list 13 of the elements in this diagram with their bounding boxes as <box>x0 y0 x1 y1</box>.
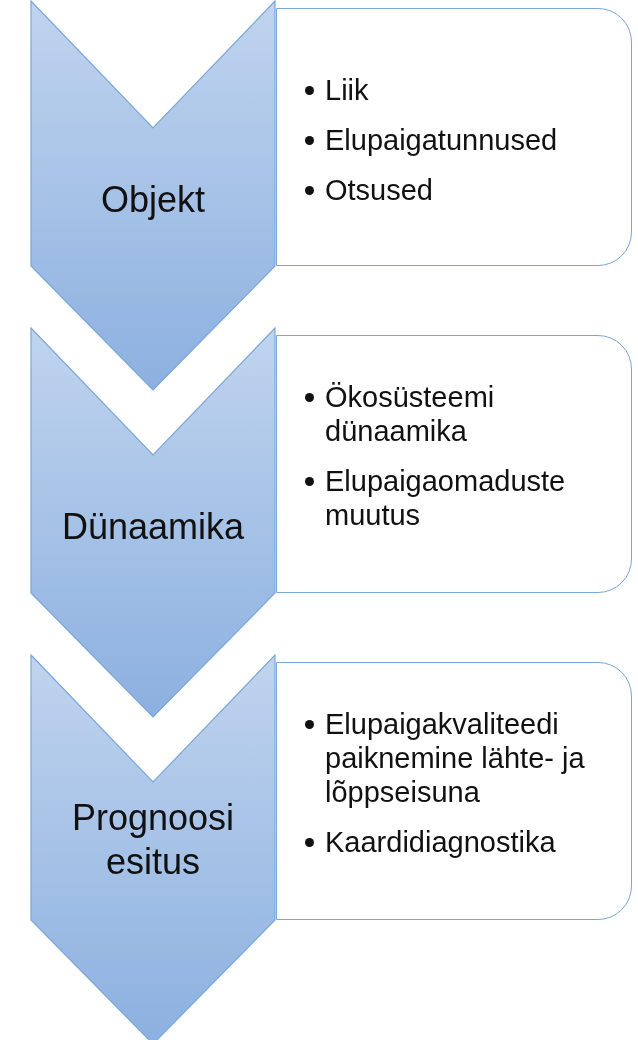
content-box <box>276 8 632 266</box>
list-item: Elupaigaomaduste muutus <box>325 465 566 531</box>
chevron-label: Objekt <box>99 178 206 222</box>
list-item: Ökosüsteemi dünaamika <box>325 381 495 447</box>
content-box <box>276 335 632 593</box>
chevron-label: Dünaamika <box>60 505 246 549</box>
list-item: Elupaigakvaliteedi paiknemine lähte- ja lõppseisuna <box>325 708 585 808</box>
content-box <box>276 662 632 920</box>
list-item: Elupaigatunnused <box>325 124 558 156</box>
list-item: Otsused <box>325 174 433 206</box>
list-item: Kaardidiagnostika <box>325 826 556 858</box>
chevron-label: Prognoosi esitus <box>70 796 236 884</box>
list-item: Liik <box>325 74 369 106</box>
